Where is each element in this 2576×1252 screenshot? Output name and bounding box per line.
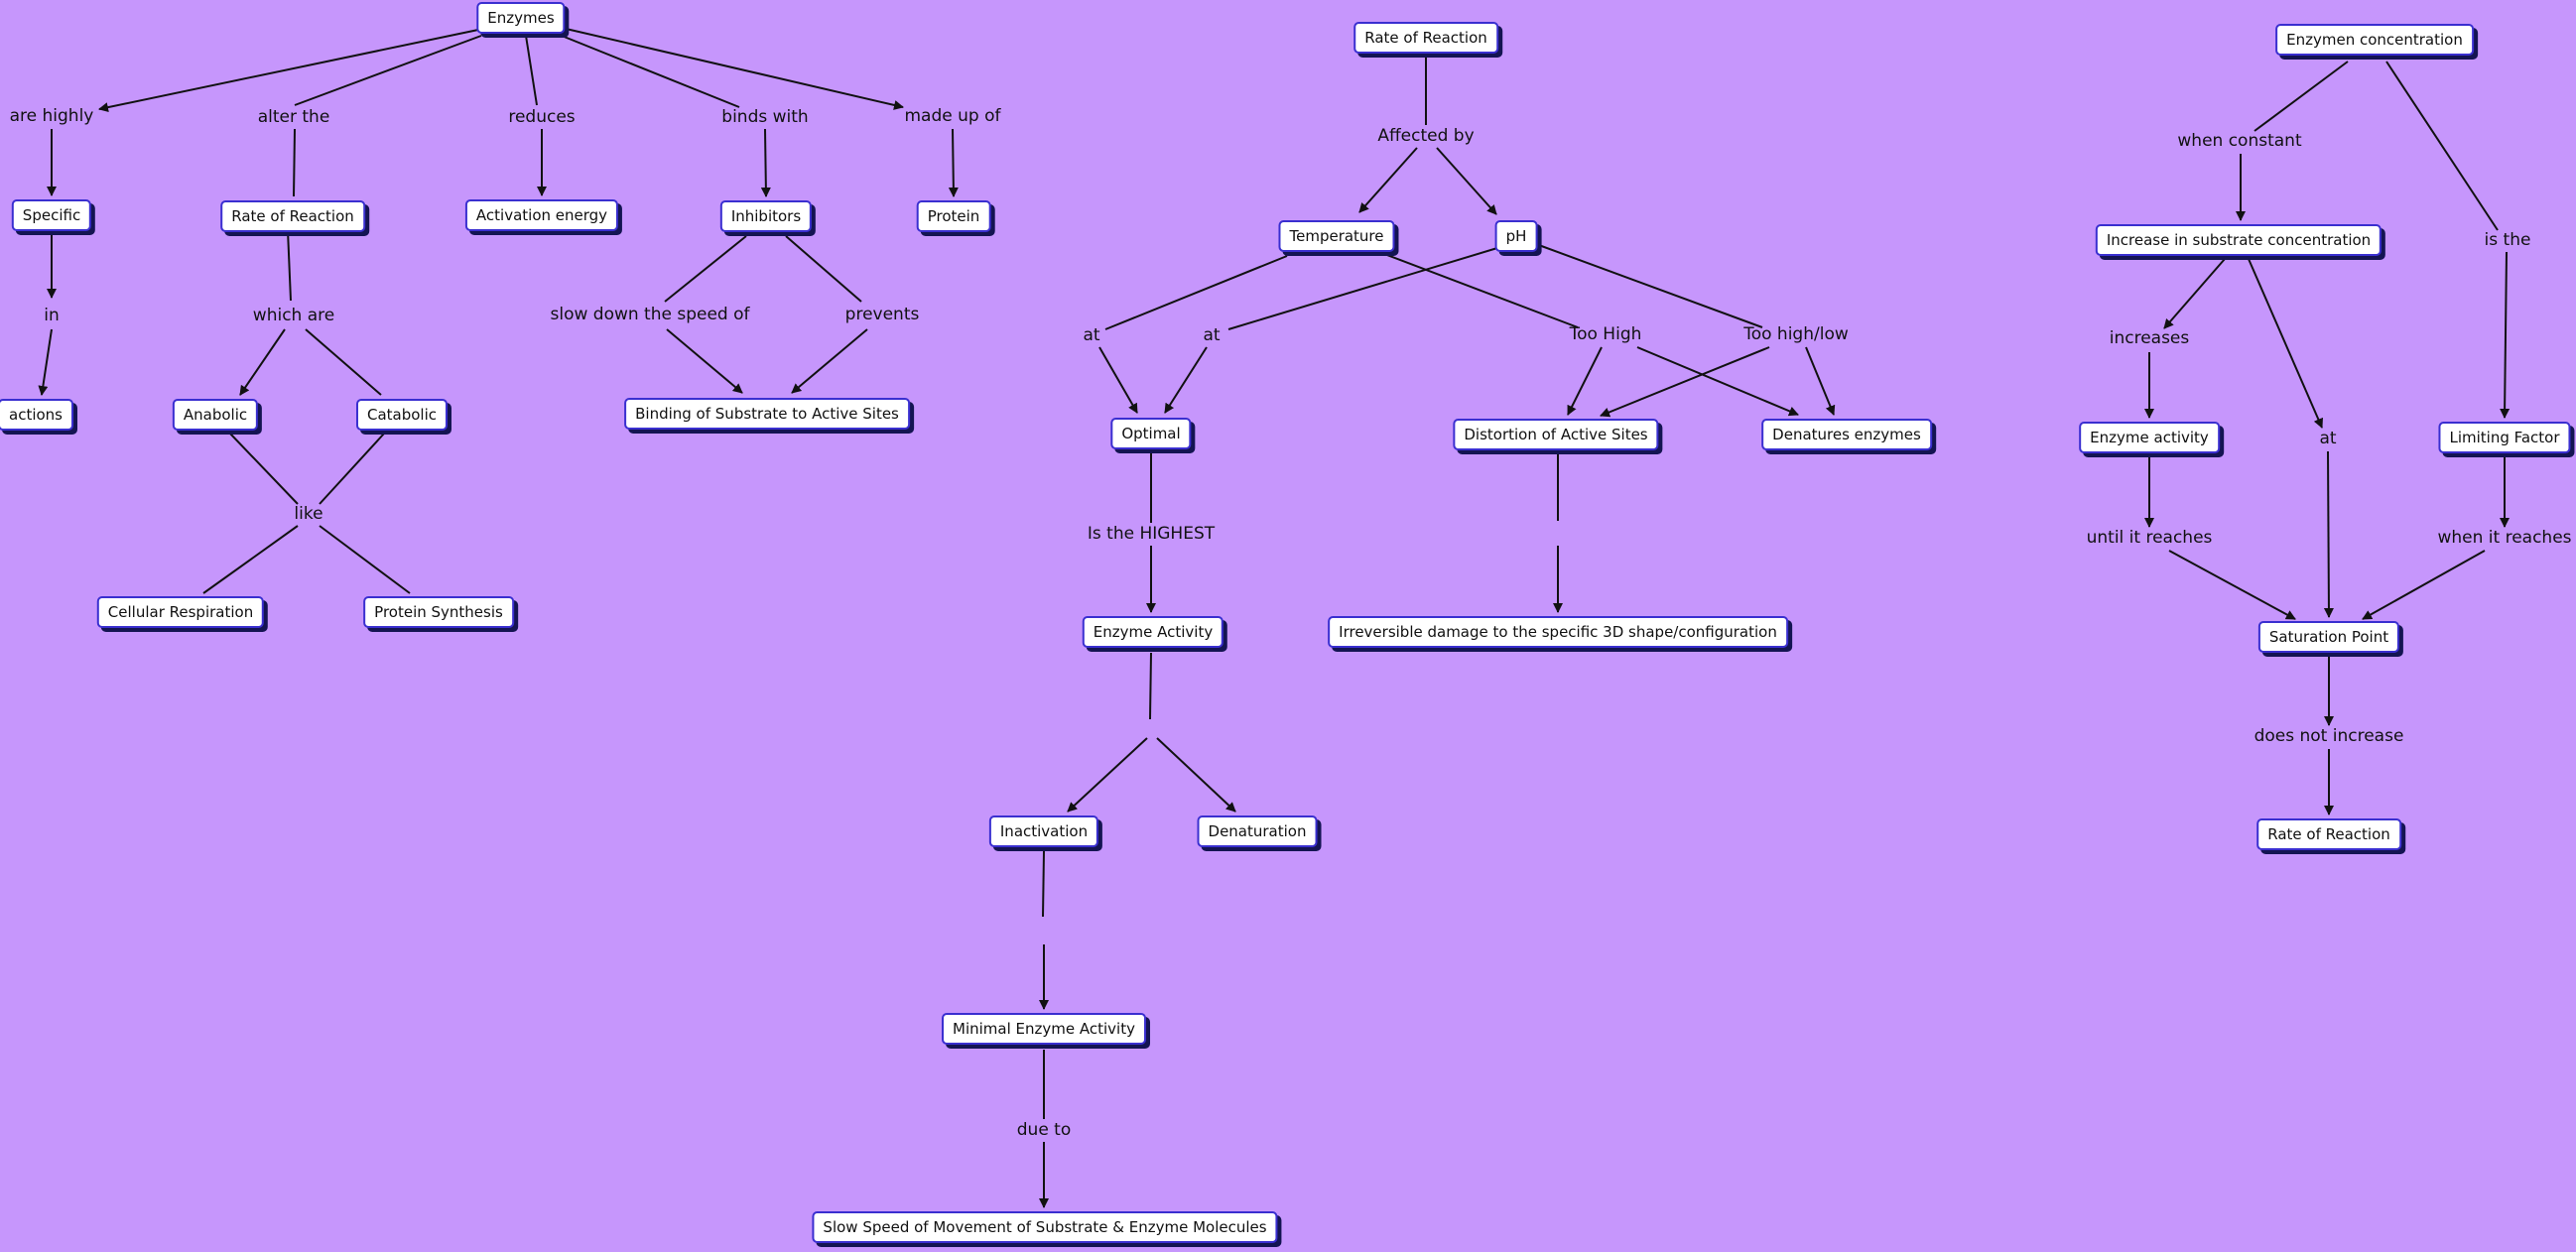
- link-at-saturation: at: [2319, 429, 2337, 448]
- connector-line: [785, 235, 862, 303]
- concept-rate-of-reaction[interactable]: Rate of Reaction: [220, 200, 365, 232]
- link-affected-by: Affected by: [1377, 126, 1475, 146]
- connector-line: [287, 229, 292, 302]
- connector-line: [525, 35, 538, 106]
- concept-minimal-enzyme-activity[interactable]: Minimal Enzyme Activity: [942, 1013, 1146, 1045]
- concept-ph[interactable]: pH: [1494, 220, 1538, 252]
- connector-line: [2254, 61, 2349, 132]
- concept-enzymes[interactable]: Enzymes: [476, 2, 566, 34]
- link-slow-down-the-speed-of: slow down the speed of: [550, 305, 750, 324]
- connector-line: [305, 328, 382, 396]
- connector-line: [948, 128, 959, 197]
- concept-increase-in-substrate[interactable]: Increase in substrate concentration: [2095, 224, 2383, 256]
- connector-line: [561, 27, 904, 110]
- connector-line: [1156, 737, 1236, 813]
- link-increases: increases: [2109, 328, 2190, 348]
- link-are-highly: are highly: [9, 106, 94, 126]
- connector-line: [319, 525, 411, 594]
- concept-actions[interactable]: actions: [0, 399, 73, 431]
- connector-line: [2323, 450, 2334, 618]
- concept-optimal[interactable]: Optimal: [1110, 418, 1192, 449]
- concept-specific[interactable]: Specific: [11, 199, 92, 231]
- concept-protein[interactable]: Protein: [916, 200, 991, 232]
- connector-line: [2362, 550, 2486, 620]
- connector-line: [2163, 258, 2226, 329]
- connector-line: [1636, 346, 1799, 417]
- connector-line: [1567, 346, 1603, 416]
- link-which-are: which are: [252, 306, 335, 325]
- concept-distortion-of-active-sites[interactable]: Distortion of Active Sites: [1453, 419, 1659, 450]
- connector-line: [98, 29, 479, 113]
- connector-line: [760, 128, 771, 197]
- link-prevents: prevents: [844, 305, 920, 324]
- connector-line: [666, 328, 743, 394]
- link-when-constant: when constant: [2177, 131, 2302, 151]
- link-reduces: reduces: [508, 107, 576, 127]
- concept-enzyme-activity-2[interactable]: Enzyme activity: [2079, 422, 2220, 453]
- concept-rate-of-reaction-2[interactable]: Rate of Reaction: [1353, 22, 1498, 54]
- connector-line: [1042, 850, 1045, 918]
- connector-line: [294, 35, 482, 106]
- concept-inactivation[interactable]: Inactivation: [988, 815, 1099, 847]
- connector-line: [1378, 251, 1579, 328]
- link-in: in: [44, 306, 60, 325]
- link-does-not-increase: does not increase: [2254, 726, 2404, 746]
- link-too-high: Too High: [1569, 324, 1642, 344]
- connector-line: [1149, 652, 1152, 720]
- connector-line: [2385, 61, 2499, 231]
- connector-line: [2248, 258, 2323, 429]
- connector-line: [1436, 147, 1497, 215]
- link-like: like: [294, 504, 323, 524]
- concept-slow-speed-of-movement[interactable]: Slow Speed of Movement of Substrate & En…: [812, 1211, 1278, 1243]
- connector-line: [1164, 346, 1208, 414]
- connector-line: [561, 35, 740, 108]
- concept-limiting-factor[interactable]: Limiting Factor: [2438, 422, 2571, 453]
- link-binds-with: binds with: [721, 107, 809, 127]
- concept-anabolic[interactable]: Anabolic: [172, 399, 259, 431]
- concept-enzymen-concentration[interactable]: Enzymen concentration: [2275, 24, 2474, 56]
- connector-line: [38, 328, 53, 396]
- connector-line: [1535, 243, 1763, 328]
- connector-line: [319, 433, 385, 505]
- concept-temperature[interactable]: Temperature: [1278, 220, 1395, 252]
- concept-denaturation[interactable]: Denaturation: [1197, 815, 1318, 847]
- link-when-it-reaches: when it reaches: [2437, 528, 2572, 548]
- concept-protein-synthesis[interactable]: Protein Synthesis: [363, 596, 514, 628]
- link-is-the: is the: [2484, 230, 2531, 250]
- connector-line: [664, 235, 747, 303]
- concept-rate-of-reaction-3[interactable]: Rate of Reaction: [2256, 818, 2401, 850]
- connector-line: [1600, 346, 1770, 418]
- concept-denatures-enzymes[interactable]: Denatures enzymes: [1761, 419, 1932, 450]
- link-alter-the: alter the: [257, 107, 330, 127]
- connector-line: [791, 328, 868, 394]
- link-too-high-low: Too high/low: [1743, 324, 1849, 344]
- connector-line: [202, 525, 299, 594]
- connector-line: [293, 128, 296, 197]
- concept-saturation-point[interactable]: Saturation Point: [2257, 621, 2400, 653]
- concept-enzyme-activity[interactable]: Enzyme Activity: [1082, 616, 1224, 648]
- connector-line: [1098, 346, 1138, 414]
- concept-cellular-respiration[interactable]: Cellular Respiration: [96, 596, 265, 628]
- link-made-up-of: made up of: [904, 106, 1001, 126]
- concept-inhibitors[interactable]: Inhibitors: [719, 200, 813, 232]
- connector-line: [2168, 550, 2296, 620]
- link-due-to: due to: [1016, 1120, 1072, 1140]
- connector-line: [239, 328, 286, 396]
- link-is-the-highest: Is the HIGHEST: [1087, 524, 1216, 544]
- link-at-temperature: at: [1083, 325, 1100, 345]
- connector-line: [229, 433, 299, 505]
- connector-line: [1104, 255, 1288, 330]
- concept-binding-of-substrate[interactable]: Binding of Substrate to Active Sites: [624, 398, 910, 430]
- link-at-ph: at: [1203, 325, 1221, 345]
- connector-line: [2500, 251, 2511, 419]
- link-until-it-reaches: until it reaches: [2086, 528, 2213, 548]
- concept-activation-energy[interactable]: Activation energy: [464, 199, 619, 231]
- connector-line: [1805, 346, 1836, 416]
- concept-irreversible-damage[interactable]: Irreversible damage to the specific 3D s…: [1328, 616, 1788, 648]
- connector-line: [1358, 147, 1418, 213]
- concept-catabolic[interactable]: Catabolic: [355, 399, 449, 431]
- connector-line: [1227, 247, 1498, 330]
- connector-line: [1067, 737, 1148, 813]
